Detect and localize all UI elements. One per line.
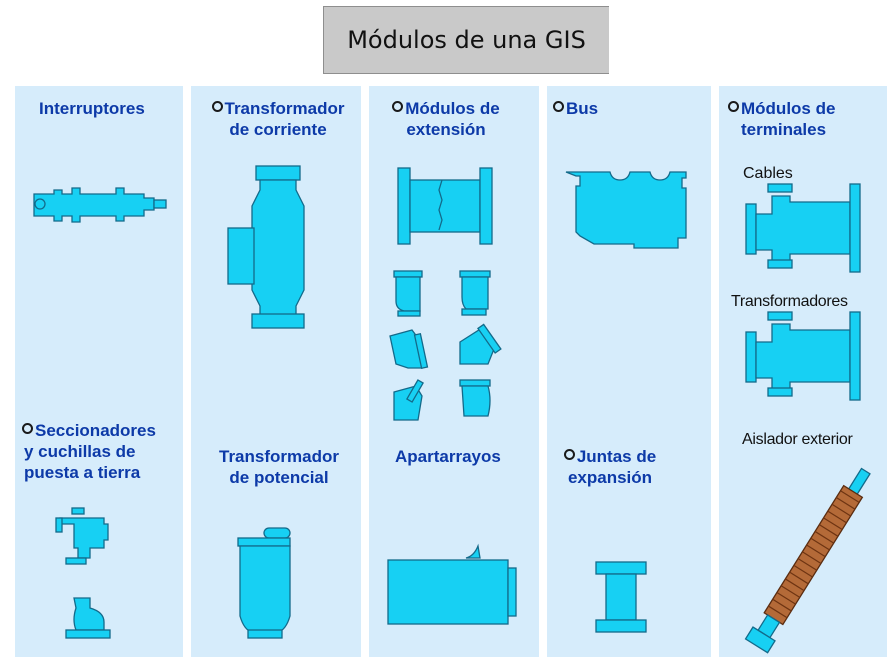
cable-termination-icon (745, 183, 861, 273)
sublabel-cables: Cables (743, 165, 793, 182)
extension-piece-icon (459, 323, 502, 365)
label-modulos-terminales: Módulos de terminales (728, 98, 835, 140)
label-transformador-corriente: Transformador de corriente (199, 98, 357, 140)
extension-piece-icon (389, 329, 429, 370)
bullet-icon (563, 449, 575, 460)
outdoor-bushing-icon (744, 467, 871, 654)
label-apartarrayos: Apartarrayos (395, 447, 501, 466)
transformer-termination-icon (745, 311, 861, 401)
extension-piece-icon (459, 379, 491, 417)
potential-transformer-icon (237, 527, 291, 639)
bullet-icon (22, 423, 33, 434)
extension-piece-icon (393, 379, 424, 421)
grounding-switch-icon (65, 597, 111, 639)
label-juntas-expansion: Juntas de expansión (550, 446, 670, 488)
bullet-icon (728, 101, 739, 112)
surge-arrester-icon (387, 543, 517, 625)
label-transformador-potencial: Transformador de potencial (219, 447, 339, 487)
current-transformer-icon (227, 165, 305, 329)
extension-module-icon (397, 167, 493, 245)
bus-module-icon (565, 171, 687, 249)
sublabel-aislador-exterior: Aislador exterior (742, 431, 853, 448)
disconnector-module-icon (55, 507, 109, 565)
extension-piece-icon (393, 270, 423, 317)
bullet-icon (392, 101, 404, 112)
bullet-icon (211, 101, 223, 112)
label-seccionadores: Seccionadores y cuchillas de puesta a ti… (22, 421, 156, 482)
sublabel-transformadores: Transformadores (731, 293, 848, 310)
diagram-title: Módulos de una GIS (323, 6, 609, 74)
bullet-icon (553, 101, 564, 112)
label-modulos-extension: Módulos de extensión (372, 98, 520, 140)
column-panel-interruptores (14, 86, 184, 657)
expansion-joint-icon (595, 561, 647, 633)
breaker-module-icon (33, 187, 167, 223)
label-interruptores: Interruptores (39, 99, 145, 118)
label-bus: Bus (553, 98, 598, 119)
extension-piece-icon (459, 270, 491, 316)
